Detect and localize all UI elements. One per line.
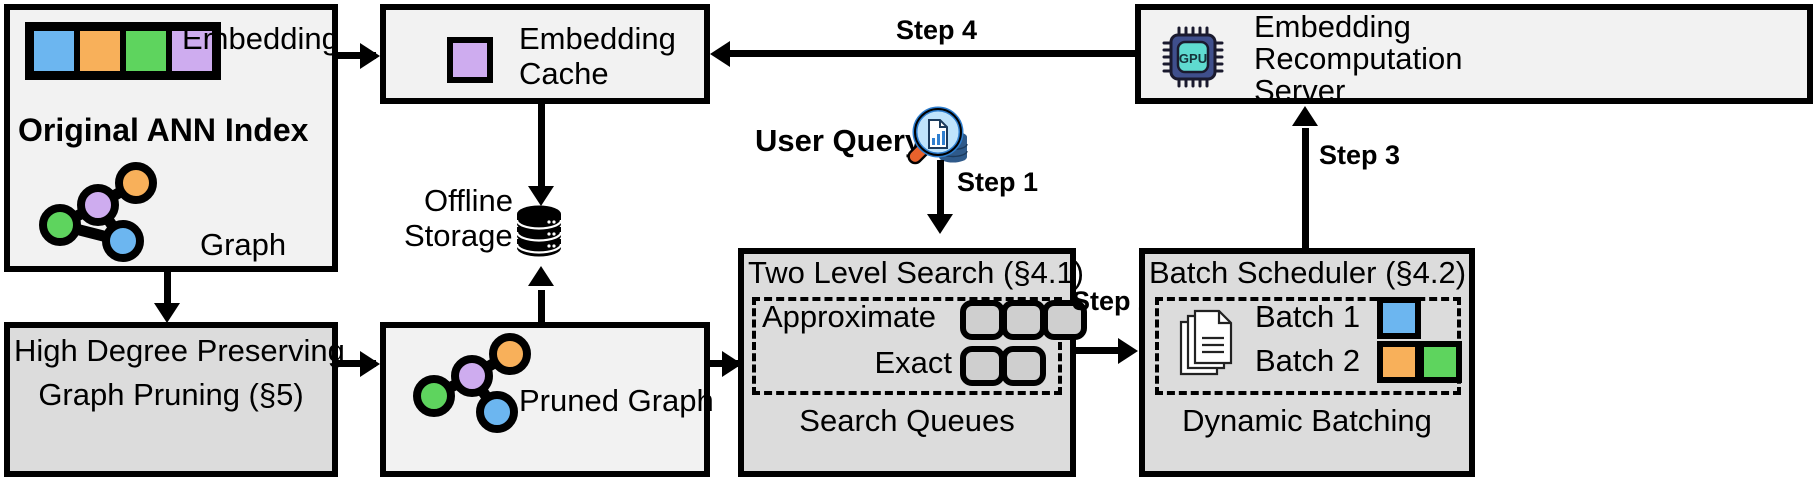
recomputation-server-line1: Embedding: [1254, 9, 1411, 44]
gpu-chip-icon: GPU: [1162, 26, 1224, 88]
step1-label: Step 1: [957, 167, 1039, 197]
embedding-cache-title-line2: Cache: [519, 56, 609, 91]
graph-pruning-box: [4, 322, 338, 477]
dynamic-batching-footer: Dynamic Batching: [1182, 403, 1432, 438]
batch-2-chip-orange: [1377, 341, 1421, 383]
pruned-to-search-arrow: [722, 351, 742, 377]
step2-arrow: [1118, 338, 1138, 364]
gpu-icon-text: GPU: [1179, 51, 1207, 66]
step4-line: [730, 50, 1135, 57]
recomputation-server-line2: Recomputation: [1254, 41, 1463, 76]
search-queues-dashed-region: [752, 297, 1062, 395]
pruning-to-pruned-line: [338, 360, 376, 367]
batch-1-label: Batch 1: [1255, 299, 1361, 334]
ann-to-cache-arrow: [360, 43, 380, 69]
search-row-approximate-label: Approximate: [762, 299, 937, 334]
embedding-cache-box: [380, 4, 710, 104]
search-queues-footer: Search Queues: [799, 403, 1015, 438]
ann-to-cache-line: [338, 52, 376, 59]
graph-pruning-title-line1: High Degree Preserving: [14, 333, 345, 368]
cache-to-storage-arrow: [528, 186, 554, 206]
exact-queue-cell-1: [960, 346, 1005, 386]
original-ann-index-title: Original ANN Index: [18, 112, 309, 148]
embedding-cache-chip: [447, 37, 493, 83]
step1-line: [937, 160, 944, 218]
embedding-chip-orange: [77, 28, 123, 74]
embedding-cache-title-line1: Embedding: [519, 21, 676, 56]
step4-arrow: [710, 41, 730, 67]
pruned-graph-label: Pruned Graph: [519, 383, 714, 418]
batch-2-label: Batch 2: [1255, 343, 1361, 378]
two-level-search-title: Two Level Search (§4.1): [748, 255, 1085, 290]
offline-storage-label-line1: Offline: [424, 183, 514, 218]
exact-queue-cell-2: [1001, 346, 1046, 386]
magnifier-document-icon: [902, 104, 976, 176]
approximate-queue-cell-2: [1001, 300, 1046, 340]
ann-to-pruning-line: [164, 272, 171, 307]
graph-pruning-title-line2: Graph Pruning (§5): [38, 377, 304, 412]
user-query-label: User Query: [755, 123, 923, 158]
offline-storage-label-line2: Storage: [404, 218, 513, 253]
approximate-queue-cell-3: [1042, 300, 1087, 340]
pruned-to-storage-arrow: [528, 266, 554, 286]
step3-label: Step 3: [1319, 140, 1401, 170]
graph-label: Graph: [200, 227, 287, 262]
batch-scheduler-title: Batch Scheduler (§4.2): [1149, 255, 1467, 290]
pruning-to-pruned-arrow: [360, 351, 380, 377]
batch-2-chip-green: [1418, 341, 1462, 383]
recomputation-server-line3: Server: [1254, 73, 1346, 108]
documents-stack-icon: [1177, 308, 1239, 380]
embedding-chip-strip: [25, 22, 221, 80]
pruned-to-storage-line: [538, 290, 545, 330]
ann-to-pruning-arrow: [154, 303, 180, 323]
embedding-chip-green: [123, 28, 169, 74]
pruned-graph-icon: [412, 333, 542, 436]
embedding-chip-purple: [169, 28, 215, 74]
step3-line: [1302, 128, 1309, 248]
step3-arrow: [1292, 106, 1318, 126]
original-graph-icon: [38, 162, 168, 265]
search-row-exact-label: Exact: [874, 345, 952, 380]
batch-1-chip-blue: [1377, 297, 1421, 339]
step4-label: Step 4: [896, 15, 978, 45]
embedding-recomputation-server-box: [1135, 4, 1813, 104]
step1-arrow: [927, 214, 953, 234]
cache-to-storage-line: [538, 104, 545, 190]
step2-line: [1076, 347, 1128, 354]
embedding-label: Embedding: [182, 21, 339, 56]
embedding-chip-blue: [31, 28, 77, 74]
database-cylinder-icon: [515, 205, 563, 260]
approximate-queue-cell-1: [960, 300, 1005, 340]
two-level-search-box: [738, 248, 1076, 477]
